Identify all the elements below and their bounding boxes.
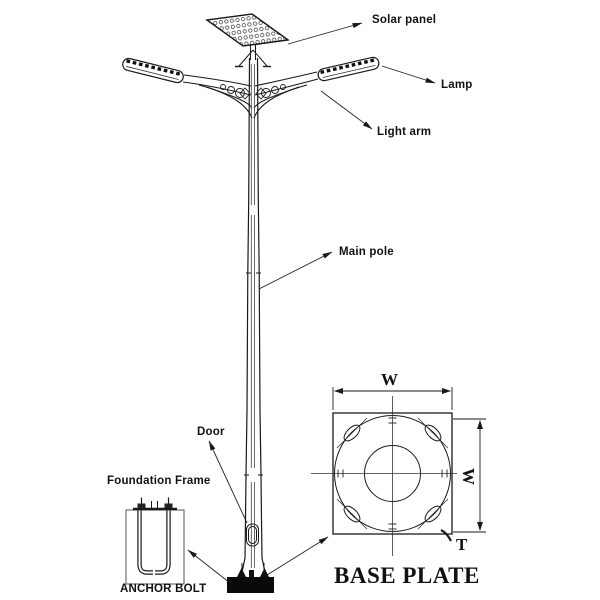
anchor-bolt-drawing: [137, 510, 171, 575]
right-lamp-drawing: [317, 56, 380, 82]
label-foundation-frame: Foundation Frame: [107, 475, 211, 487]
leader-base-plate: [266, 536, 329, 576]
label-anchor-bolt: ANCHOR BOLT: [120, 583, 207, 595]
foundation-frame-drawing: [125, 497, 185, 585]
leader-lines: [187, 22, 436, 584]
light-arm-drawing: [182, 71, 319, 119]
leader-foundation-frame: [187, 549, 231, 584]
leader-solar-panel: [287, 22, 363, 45]
pole-base-drawing: [227, 563, 274, 593]
solar-panel-drawing: [205, 13, 290, 68]
caption-base-plate: BASE PLATE: [334, 563, 480, 588]
dim-label-t: T: [456, 535, 468, 554]
leader-light-arm: [320, 90, 373, 130]
label-light-arm: Light arm: [377, 126, 432, 138]
dimension-width-right: [453, 418, 486, 533]
label-door: Door: [197, 426, 225, 438]
leader-main-pole: [258, 251, 333, 290]
dim-label-w-right: W: [459, 468, 478, 485]
main-pole-drawing: [227, 57, 274, 593]
dim-label-w-top: W: [381, 370, 398, 389]
label-lamp: Lamp: [441, 79, 473, 91]
left-lamp-drawing: [122, 57, 184, 84]
dimension-width-top: [332, 387, 453, 410]
label-main-pole: Main pole: [339, 246, 394, 258]
base-plate-drawing: [311, 387, 486, 556]
leader-lamp: [381, 65, 436, 84]
leader-door: [208, 440, 248, 524]
door-drawing: [246, 523, 259, 547]
label-solar-panel: Solar panel: [372, 14, 437, 26]
dimension-thickness-leader: [440, 529, 452, 542]
